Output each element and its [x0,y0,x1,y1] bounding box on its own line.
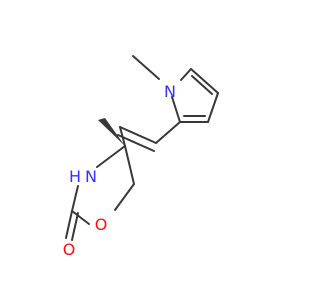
wedge-bond-c4-methyl [98,118,125,146]
bond-vinyl-double-inner [117,134,155,152]
bond-vinyl-c4 [119,126,126,147]
bonds [65,55,219,241]
atom-label-amide-hydrogen: H [69,167,81,186]
bond-vinyl-double-outer [119,126,157,144]
bond-c4-c5 [124,145,135,185]
atom-label-ring-oxygen: O [95,215,108,234]
bond-n-methyl [132,55,160,80]
bond-pyrrole-c5-n [180,68,192,81]
bond-o1-c2 [71,210,90,225]
bond-pyrrole-c4-c5 [190,68,219,94]
atom-label-pyrrole-nitrogen: N [164,82,176,101]
bond-pyrrole-n-c2 [171,96,181,123]
bond-c2-vinyl [155,121,181,144]
atom-labels: N H N O O [63,82,176,259]
bond-pyrrole-c4-c5-inner [191,75,213,95]
bond-carbonyl-a [65,210,73,239]
bond-carbonyl-b [71,212,79,241]
bond-n3-c4 [96,145,126,168]
bond-pyrrole-c3-c4 [207,92,219,123]
bond-c5-o1 [114,183,135,211]
molecule-structure-diagram: N H N O O [63,55,219,259]
bond-c2-n3 [71,185,79,212]
atom-label-amide-nitrogen: N [85,167,97,186]
atom-label-carbonyl-oxygen: O [63,240,76,259]
